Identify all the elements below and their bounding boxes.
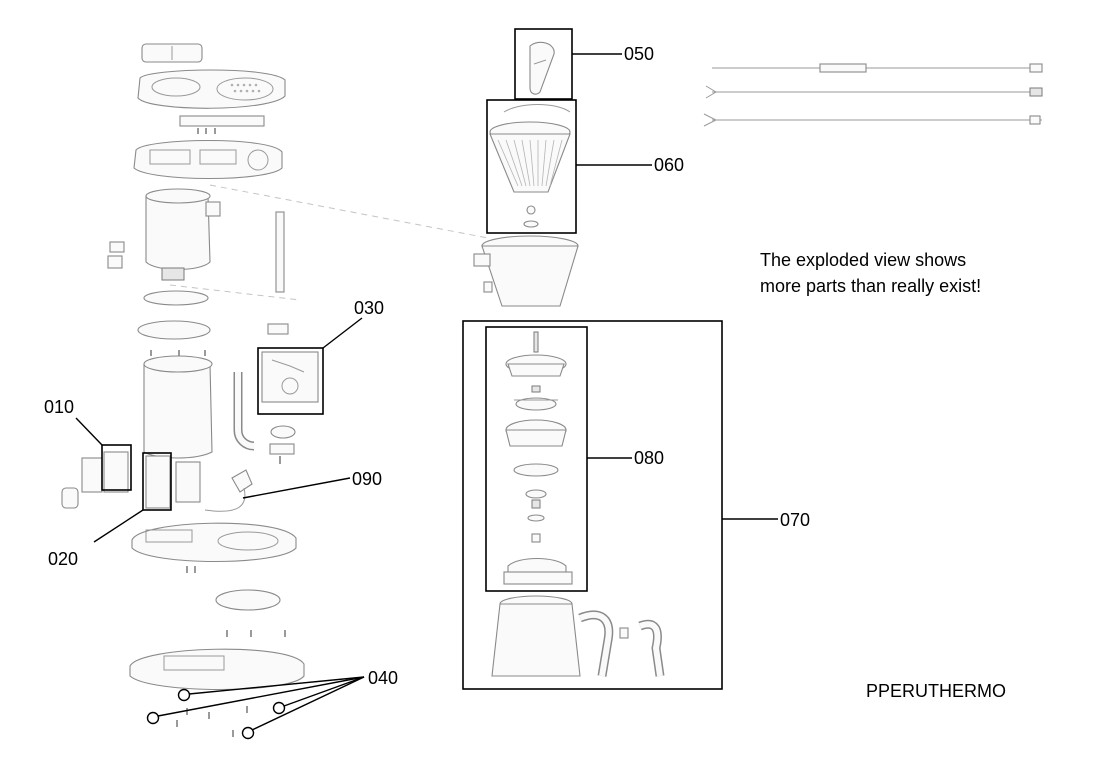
callout-label-080: 080 [634,448,664,468]
frame-plate-part [133,140,283,179]
callout-label-030: 030 [354,298,384,318]
filter-basket-part [489,104,571,228]
base-plate-part [131,522,297,563]
thermo-carafe-part [491,595,665,677]
side-clip-part [107,241,125,269]
callout-label-040: 040 [368,668,398,688]
callout-050: 050 [514,28,654,100]
lid-cover-part [141,43,203,63]
top-plate-part [137,69,286,109]
brew-unit-stack [473,41,665,677]
model-label: PPERUTHERMO [866,681,1006,701]
power-cables [703,63,1043,127]
machine-body-stack [61,43,489,737]
filter-handle-part [529,41,555,95]
callout-label-010: 010 [44,397,74,417]
housing-part [143,355,213,459]
heater-element-part [261,323,319,464]
water-tube-part [233,211,285,451]
power-cord-part [204,469,253,512]
callout-030: 030 [257,298,384,415]
bottom-base-part [129,648,305,691]
callout-040: 040 [146,668,398,740]
note-line-1: The exploded view shows [760,250,966,270]
callout-090: 090 [242,469,382,499]
warming-plate-part [215,589,281,611]
callout-label-070: 070 [780,510,810,530]
callout-080: 080 [485,326,664,592]
switch-module-part [61,451,129,509]
spreader-bar-part [179,115,265,127]
callout-label-090: 090 [352,469,382,489]
callout-label-050: 050 [624,44,654,64]
callout-label-060: 060 [654,155,684,175]
heater-ring-part [137,320,211,340]
filter-funnel-part [473,235,579,307]
callout-010: 010 [44,397,132,491]
tank-seal-part [143,290,209,306]
callout-020: 020 [48,452,172,569]
carafe-lid-parts [503,331,573,585]
callout-070: 070 [462,320,810,690]
callout-060: 060 [486,99,684,234]
callout-label-020: 020 [48,549,78,569]
switch-board-part [145,455,201,509]
water-tank-part [145,188,221,281]
note-line-2: more parts than really exist! [760,276,981,296]
